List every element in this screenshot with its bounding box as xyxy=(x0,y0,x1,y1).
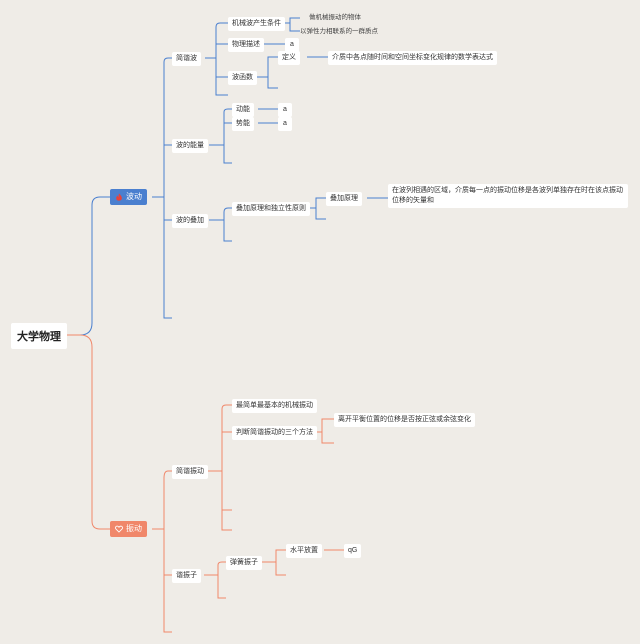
superposition-text[interactable]: 在波列相遇的区域，介质每一点的振动位移是各波列单独存在时在该点振动位移的矢量和 xyxy=(388,184,628,208)
node-spring-oscillator[interactable]: 弹簧振子 xyxy=(226,556,262,570)
branch-vibration[interactable]: 振动 xyxy=(110,521,147,537)
horizontal-placement-value[interactable]: qG xyxy=(344,544,362,558)
node-definition[interactable]: 定义 xyxy=(278,51,300,65)
node-potential-energy[interactable]: 势能 xyxy=(232,117,254,131)
fire-icon xyxy=(116,193,122,201)
node-harmonic-vibration[interactable]: 简谐振动 xyxy=(172,465,208,479)
node-superposition-sub[interactable]: 叠加原理 xyxy=(326,192,362,206)
node-wave-condition[interactable]: 机械波产生条件 xyxy=(228,17,285,31)
node-horizontal-placement[interactable]: 水平放置 xyxy=(286,544,322,558)
root-node[interactable]: 大学物理 xyxy=(11,323,67,349)
kinetic-energy-value[interactable]: a xyxy=(278,103,292,117)
node-oscillator[interactable]: 谐振子 xyxy=(172,569,201,583)
node-wave-superposition[interactable]: 波的叠加 xyxy=(172,214,208,228)
node-simple-wave[interactable]: 简谐波 xyxy=(172,52,201,66)
node-wave-energy[interactable]: 波的能量 xyxy=(172,139,208,153)
three-methods-item[interactable]: 离开平衡位置的位移是否按正弦或余弦变化 xyxy=(334,413,475,427)
node-physical-description[interactable]: 物理描述 xyxy=(228,38,264,52)
node-basic-vibration[interactable]: 最简单最基本的机械振动 xyxy=(232,399,317,413)
branch-wave[interactable]: 波动 xyxy=(110,189,147,205)
physical-description-value[interactable]: a xyxy=(285,38,299,52)
definition-text[interactable]: 介质中各点随时间和空间坐标变化规律的数学表达式 xyxy=(328,51,497,65)
potential-energy-value[interactable]: a xyxy=(278,117,292,131)
condition-item-1: 做机械振动的物体 xyxy=(309,14,361,21)
branch-vibration-label: 振动 xyxy=(126,524,142,533)
node-three-methods[interactable]: 判断简谐振动的三个方法 xyxy=(232,426,317,440)
node-superposition-principle[interactable]: 叠加原理和独立性原则 xyxy=(232,202,310,216)
condition-item-2: 以弹性力相联系的一群质点 xyxy=(300,28,378,35)
branch-wave-label: 波动 xyxy=(126,192,142,201)
heart-icon xyxy=(115,525,123,533)
node-kinetic-energy[interactable]: 动能 xyxy=(232,103,254,117)
node-wave-function[interactable]: 波函数 xyxy=(228,71,257,85)
